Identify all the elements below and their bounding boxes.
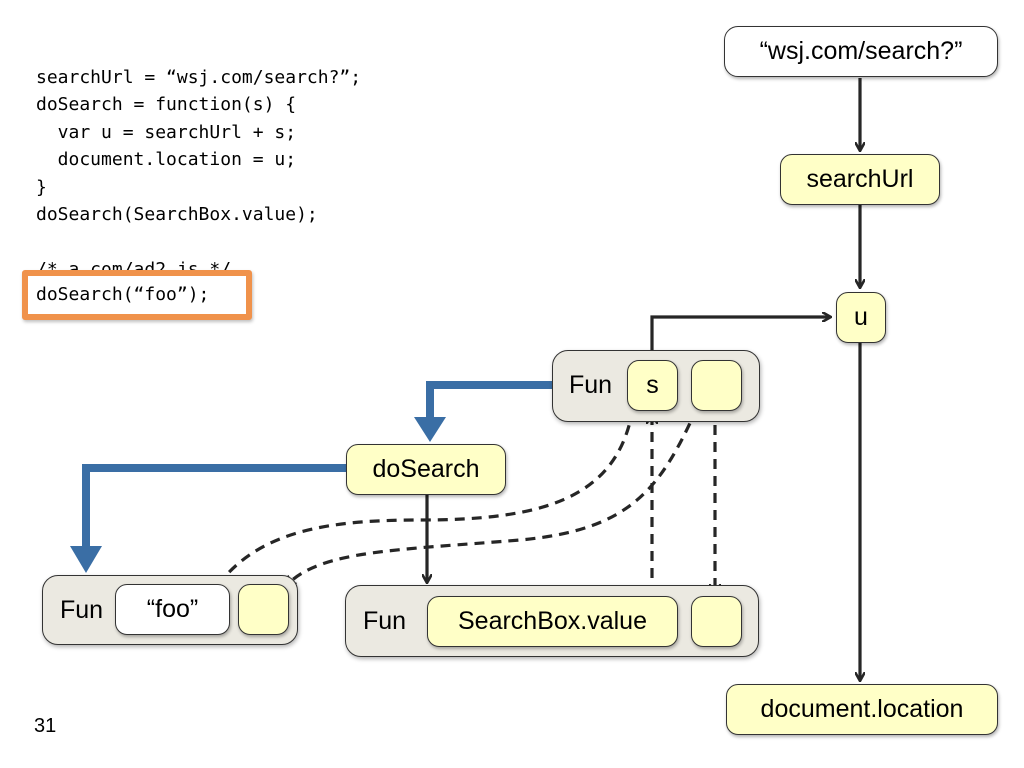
param-s-node: s xyxy=(627,360,678,411)
code-line: } xyxy=(36,176,47,198)
call-foo-label: Fun xyxy=(60,596,104,624)
arg-searchbox-label: SearchBox.value xyxy=(457,607,647,635)
code-line: searchUrl = “wsj.com/search?”; xyxy=(36,67,362,88)
edge-dashed-foo-to-s xyxy=(216,413,632,586)
return-slot-node xyxy=(691,360,742,411)
url-literal-node: “wsj.com/search?” xyxy=(724,26,998,77)
code-line: doSearch(SearchBox.value); xyxy=(36,203,318,225)
edge-dashed-ret-to-foo-ret xyxy=(287,407,699,585)
url-literal-label: “wsj.com/search?” xyxy=(759,37,963,65)
code-line: doSearch = function(s) { xyxy=(36,94,297,116)
searchurl-node: searchUrl xyxy=(780,154,940,205)
arg-foo-label: “foo” xyxy=(146,595,199,623)
call-searchbox-return-slot xyxy=(691,596,742,647)
arg-foo-node: “foo” xyxy=(115,584,230,635)
highlighted-code-line: doSearch(“foo”); xyxy=(36,284,210,305)
highlighted-code-box: doSearch(“foo”); xyxy=(22,270,252,320)
dosearch-node: doSearch xyxy=(346,444,506,495)
document-location-node: document.location xyxy=(726,684,998,735)
searchurl-label: searchUrl xyxy=(806,165,914,193)
code-line: var u = searchUrl + s; xyxy=(36,121,297,143)
call-searchbox-label: Fun xyxy=(363,607,407,635)
edge-s-to-u xyxy=(650,317,830,361)
call-foo-return-slot xyxy=(238,584,289,635)
slide-number: 31 xyxy=(34,715,57,737)
u-node: u xyxy=(836,292,886,343)
code-line: document.location = u; xyxy=(36,149,297,171)
document-location-label: document.location xyxy=(760,695,964,723)
param-s-label: s xyxy=(646,371,659,399)
u-label: u xyxy=(854,303,868,331)
edge-blue-dosearch-to-call-foo xyxy=(82,464,346,560)
fun-definition-label: Fun xyxy=(569,371,613,399)
dosearch-label: doSearch xyxy=(372,455,480,483)
code-line-partial: /* a.com/ad2.js */ xyxy=(36,258,232,270)
code-listing: searchUrl = “wsj.com/search?”; doSearch =… xyxy=(36,64,361,270)
edge-blue-fun-to-dosearch xyxy=(426,381,552,430)
arg-searchbox-node: SearchBox.value xyxy=(427,596,678,647)
